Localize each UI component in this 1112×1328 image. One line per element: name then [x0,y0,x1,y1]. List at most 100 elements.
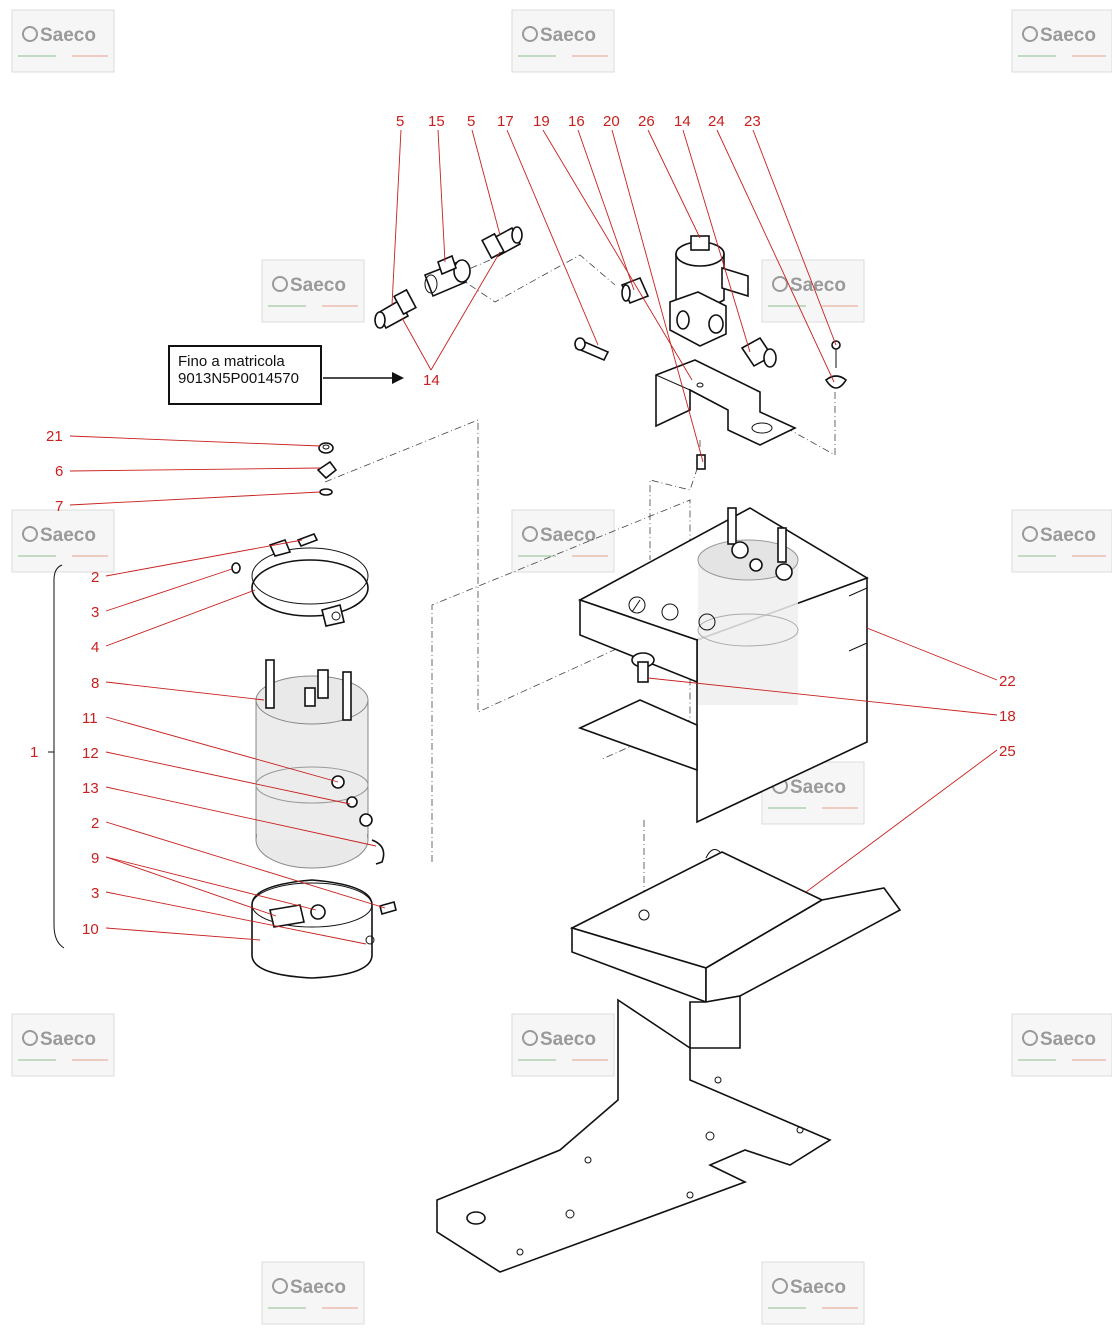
valve-bracket [655,359,797,446]
nut-21 [318,442,334,454]
saeco-logo-icon [1022,26,1038,42]
svg-text:Saeco: Saeco [540,525,596,546]
saeco-logo-icon [1022,1030,1038,1046]
assembly-bracket-1 [48,564,65,949]
callout-5: 5 [467,113,475,130]
svg-text:Saeco: Saeco [540,1029,596,1050]
callout-3: 3 [91,604,99,621]
valve-fitting [620,276,650,305]
watermark: Saeco [11,509,115,573]
note-line-2: 9013N5P0014570 [178,370,299,387]
boiler-housing [577,507,869,824]
watermark: Saeco [1011,509,1112,573]
callout-labels: 5 15 5 17 19 16 20 26 14 24 23 14 21 6 7… [30,113,1016,938]
saeco-logo-icon [22,26,38,42]
watermark: Saeco [1011,9,1112,73]
svg-text:Saeco: Saeco [40,1029,96,1050]
callout-10: 10 [82,921,99,938]
saeco-logo-icon [522,526,538,542]
callout-1: 1 [30,744,38,761]
callout-19: 19 [533,113,550,130]
screw-2-upper [296,532,319,548]
serial-number-note: Fino a matricola 9013N5P0014570 [168,345,322,405]
t-fitting [423,254,471,298]
callout-2: 2 [91,815,99,832]
svg-text:Saeco: Saeco [790,275,846,296]
svg-text:Saeco: Saeco [290,275,346,296]
callout-26: 26 [638,113,655,130]
note-line-1: Fino a matricola [178,353,285,370]
callout-18: 18 [999,708,1016,725]
callout-14: 14 [423,372,440,389]
callout-17: 17 [497,113,514,130]
clip-6 [316,460,338,480]
callout-4: 4 [91,639,99,656]
saeco-logo-icon [1022,526,1038,542]
svg-text:Saeco: Saeco [40,525,96,546]
note-arrow [323,372,404,384]
callout-22: 22 [999,673,1016,690]
watermark: Saeco [261,1261,365,1325]
outlet-fitting [740,336,777,368]
base-plate [436,849,902,1273]
watermark: Saeco [511,9,615,73]
callout-6: 6 [55,463,63,480]
washer-7 [319,488,333,496]
knob-18 [631,652,655,683]
watermark: Saeco [11,1013,115,1077]
callout-11: 11 [82,710,98,727]
saeco-logo-icon [272,1278,288,1294]
screw-20 [696,454,706,470]
callout-23: 23 [744,113,761,130]
watermark: Saeco [11,9,115,73]
watermark-grid: Saeco Saeco Saeco Saeco [11,9,1112,1325]
screw-17 [574,337,610,362]
callout-16: 16 [568,113,585,130]
callout-24: 24 [708,113,725,130]
watermark: Saeco [261,259,365,323]
svg-text:Saeco: Saeco [290,1277,346,1298]
straight-fitting-left [374,288,417,330]
svg-text:Saeco: Saeco [40,25,96,46]
callout-25: 25 [999,743,1016,760]
callout-9: 9 [91,850,99,867]
saeco-logo-icon [772,276,788,292]
saeco-logo-icon [522,1030,538,1046]
saeco-logo-icon [522,26,538,42]
watermark: Saeco [761,259,865,323]
svg-text:Saeco: Saeco [540,25,596,46]
boiler [255,659,385,869]
watermark: Saeco [761,1261,865,1325]
watermark: Saeco [511,1013,615,1077]
svg-text:Saeco: Saeco [1040,525,1096,546]
saeco-logo-icon [772,1278,788,1294]
leader-lines [69,129,998,945]
watermark: Saeco [1011,1013,1112,1077]
saeco-logo-icon [22,1030,38,1046]
callout-5: 5 [396,113,404,130]
straight-fitting-right [481,226,523,260]
callout-8: 8 [91,675,99,692]
svg-text:Saeco: Saeco [790,1277,846,1298]
svg-text:Saeco: Saeco [790,777,846,798]
callout-12: 12 [82,745,99,762]
saeco-logo-icon [272,276,288,292]
callout-2: 2 [91,569,99,586]
saeco-logo-icon [22,526,38,542]
callout-7: 7 [55,498,63,515]
callout-3: 3 [91,885,99,902]
upper-clamp-band [251,539,369,627]
callout-13: 13 [82,780,99,797]
svg-text:Saeco: Saeco [1040,25,1096,46]
screw-23 [831,340,841,368]
cap-24 [824,375,848,389]
solenoid-valve [669,235,749,347]
lower-clamp-band [251,879,375,979]
svg-text:Saeco: Saeco [1040,1029,1096,1050]
callout-15: 15 [428,113,445,130]
screw-2-lower [379,901,397,915]
watermark: Saeco [511,509,615,573]
callout-14: 14 [674,113,691,130]
